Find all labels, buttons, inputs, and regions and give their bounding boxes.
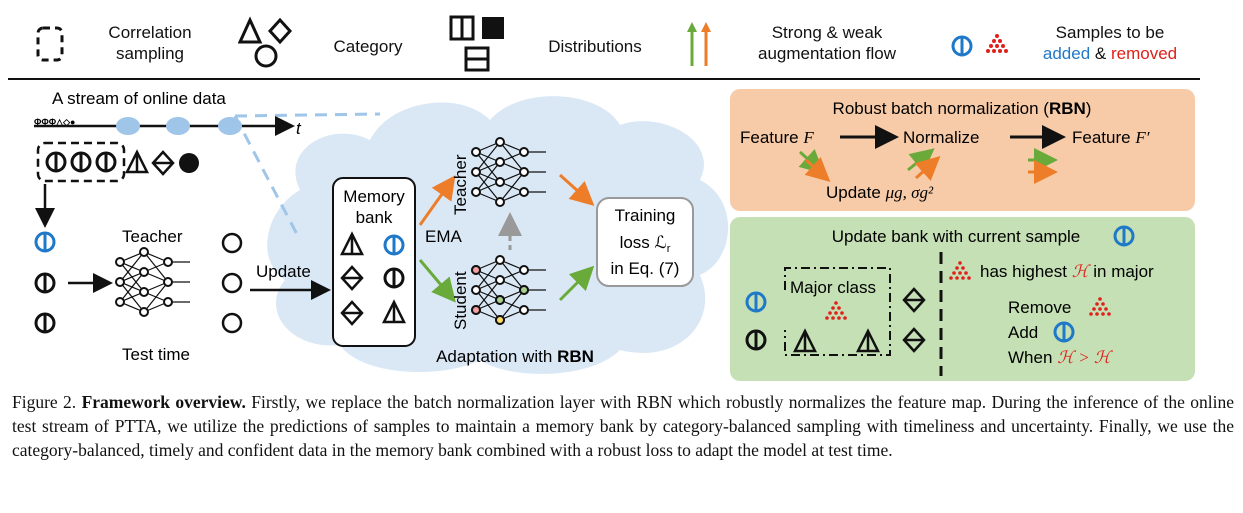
caption-text: Firstly, we replace the batch normalizat… xyxy=(12,392,1235,460)
teacher-to-loss-arrow xyxy=(558,173,595,207)
add-text: Add xyxy=(1008,323,1038,342)
strong-flow-arrow xyxy=(418,175,456,226)
training-loss-2: loss ℒr xyxy=(620,233,671,255)
diamond-sample xyxy=(151,150,175,176)
student-network xyxy=(471,255,547,325)
ema-label: EMA xyxy=(425,227,463,246)
rbn-feature-out: Feature F′ xyxy=(1072,128,1150,147)
rbn-feature-in: Feature F xyxy=(740,128,814,147)
stream-clouds xyxy=(116,117,242,135)
current-sample-blue xyxy=(34,230,56,254)
memory-bank-label-2: bank xyxy=(356,208,393,227)
teacher-label-left: Teacher xyxy=(122,227,183,246)
rbn-panel xyxy=(730,89,1195,211)
correlation-box xyxy=(36,141,126,183)
highest-text: has highest ℋ in major xyxy=(980,262,1154,281)
zoom-line-lower xyxy=(233,115,302,241)
legend-divider xyxy=(8,78,1200,80)
memory-bank-label-1: Memory xyxy=(343,187,405,206)
bank-panel xyxy=(730,217,1195,381)
rbn-normalize: Normalize xyxy=(903,128,980,147)
adaptation-label: Adaptation with RBN xyxy=(436,347,594,366)
test-time-label: Test time xyxy=(122,345,190,364)
remove-text: Remove xyxy=(1008,298,1071,317)
t-label: t xyxy=(296,119,302,138)
prediction-circles xyxy=(221,232,243,334)
circle-sample xyxy=(179,153,199,173)
sample-2 xyxy=(34,271,56,295)
legend-distributions: Distributions xyxy=(548,37,642,56)
legend-category: Category xyxy=(333,37,403,56)
zoom-line-upper xyxy=(234,112,381,118)
major-class-box xyxy=(784,267,891,356)
training-loss-box xyxy=(596,197,694,287)
bank-title: Update bank with current sample xyxy=(832,227,1081,246)
when-text: When ℋ > ℋ xyxy=(1008,348,1114,367)
stream-tiny-samples: ΦΦΦ△◇● xyxy=(34,117,75,127)
major-class-label: Major class xyxy=(790,278,876,297)
training-loss-3: in Eq. (7) xyxy=(611,259,680,278)
teacher-network-left xyxy=(115,247,191,317)
sample-added-icon xyxy=(951,35,973,57)
weak-flow-arrow xyxy=(418,259,456,303)
flow-arrows-icon xyxy=(687,22,711,66)
correlated-samples xyxy=(45,150,117,174)
caption-lead: Framework overview. xyxy=(81,392,246,412)
sample-removed-icon xyxy=(986,34,1008,53)
distributions-icon xyxy=(449,15,504,72)
teacher-label: Teacher xyxy=(451,154,470,215)
rbn-title: Robust batch normalization (RBN) xyxy=(833,99,1092,118)
training-loss-1: Training xyxy=(615,206,676,225)
stream-title: A stream of online data xyxy=(52,89,226,108)
triangle-sample xyxy=(125,150,149,174)
student-to-loss-arrow xyxy=(558,265,595,302)
figure-caption: Figure 2. Framework overview. Firstly, w… xyxy=(12,390,1234,462)
sample-3 xyxy=(34,311,56,335)
framework-diagram: A stream of online data ΦΦΦ△◇● t Teacher… xyxy=(34,89,1195,381)
rbn-orange-up xyxy=(914,155,941,181)
student-label: Student xyxy=(451,271,470,330)
rbn-update: Update μg, σg² xyxy=(826,183,934,202)
dashed-box-icon xyxy=(36,26,64,62)
caption-figure-number: Figure 2. xyxy=(12,392,77,412)
update-label: Update xyxy=(256,262,311,281)
rbn-orange-down xyxy=(804,157,831,183)
category-shapes-icon xyxy=(238,16,293,68)
legend-samples: Samples to be added & removed xyxy=(1042,23,1178,63)
